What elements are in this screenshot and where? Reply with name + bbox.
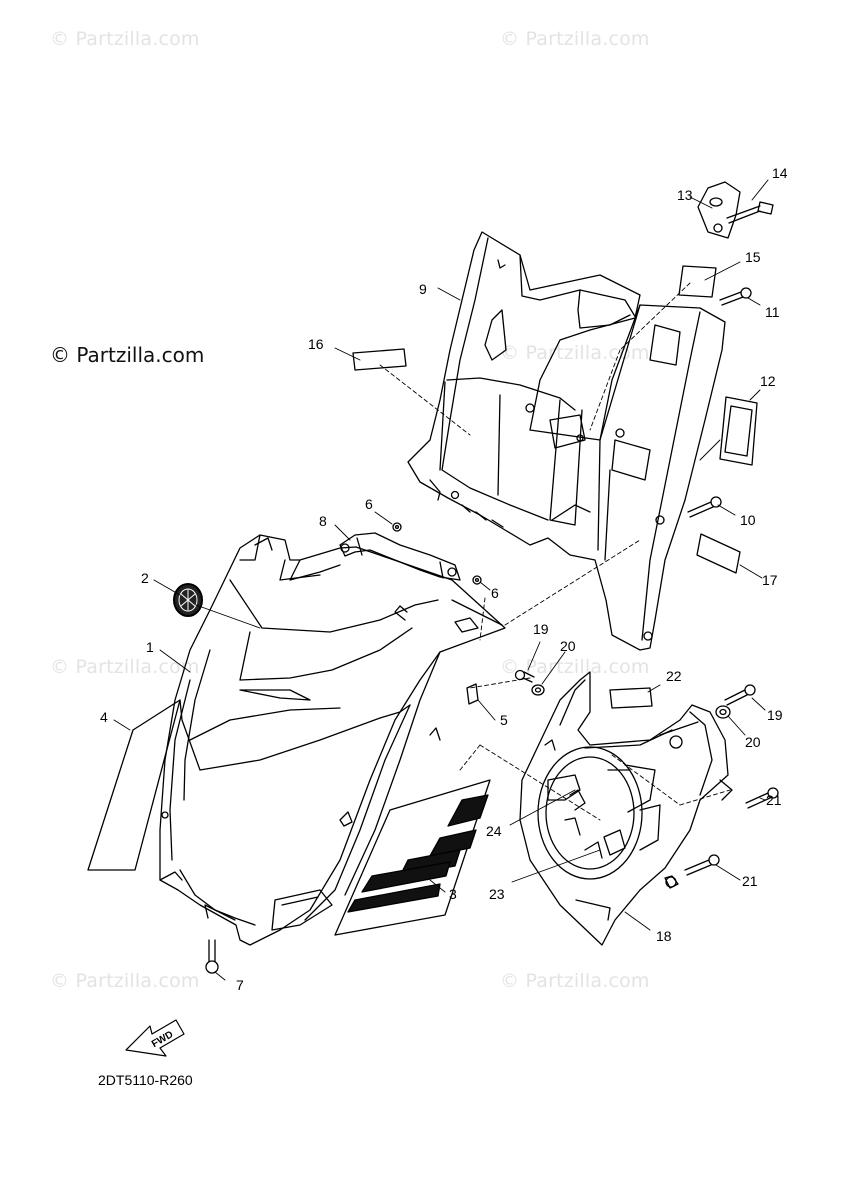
watermark: © Partzilla.com xyxy=(50,656,200,678)
diagram-code: 2DT5110-R260 xyxy=(98,1072,193,1088)
callout-22: 22 xyxy=(666,668,682,684)
screw-part-19a xyxy=(514,669,535,683)
callout-6a: 6 xyxy=(365,496,373,512)
screw-part-10 xyxy=(687,496,722,518)
screw-part-7 xyxy=(205,939,219,974)
callout-16: 16 xyxy=(308,336,324,352)
watermark: © Partzilla.com xyxy=(500,970,650,992)
fwd-arrow-icon: FWD xyxy=(125,1019,185,1057)
screw-part-11 xyxy=(719,287,752,306)
callout-14: 14 xyxy=(772,165,788,181)
bracket-part-8 xyxy=(339,532,461,581)
callout-21a: 21 xyxy=(766,792,782,808)
callout-17: 17 xyxy=(762,572,778,588)
inner-panel-part-9 xyxy=(407,231,726,651)
callout-10: 10 xyxy=(740,512,756,528)
label-part-15 xyxy=(678,265,717,298)
callout-23: 23 xyxy=(489,886,505,902)
stripe-decal-part-3 xyxy=(334,779,491,936)
callout-3: 3 xyxy=(449,886,457,902)
watermark: © Partzilla.com xyxy=(500,656,650,678)
watermark-prominent: © Partzilla.com xyxy=(50,343,205,367)
watermark: © Partzilla.com xyxy=(500,342,650,364)
label-part-17 xyxy=(696,533,741,574)
screw-part-21a xyxy=(745,787,779,809)
callout-21b: 21 xyxy=(742,873,758,889)
nut-part-5 xyxy=(466,683,479,705)
screw-part-14 xyxy=(726,201,774,224)
watermark: © Partzilla.com xyxy=(500,28,650,50)
front-cover-part-1 xyxy=(159,534,506,946)
watermark: © Partzilla.com xyxy=(50,28,200,50)
callout-18: 18 xyxy=(656,928,672,944)
callout-1: 1 xyxy=(146,639,154,655)
callout-12: 12 xyxy=(760,373,776,389)
callout-6b: 6 xyxy=(491,585,499,601)
callout-20b: 20 xyxy=(745,734,761,750)
callout-5: 5 xyxy=(500,712,508,728)
callout-8: 8 xyxy=(319,513,327,529)
callout-24: 24 xyxy=(486,823,502,839)
callout-19a: 19 xyxy=(533,621,549,637)
decal-part-4 xyxy=(87,699,181,871)
callout-9: 9 xyxy=(419,281,427,297)
clip-part-13 xyxy=(697,181,741,239)
headlight-housing-part-18 xyxy=(519,671,733,946)
screw-part-19b xyxy=(724,684,756,706)
reflector-part-12 xyxy=(719,396,758,466)
callout-2: 2 xyxy=(141,570,149,586)
callout-15: 15 xyxy=(745,249,761,265)
callout-20a: 20 xyxy=(560,638,576,654)
screw-part-6b xyxy=(472,575,482,585)
callout-7: 7 xyxy=(236,977,244,993)
callout-4: 4 xyxy=(100,709,108,725)
callout-11: 11 xyxy=(765,304,780,320)
watermark: © Partzilla.com xyxy=(50,970,200,992)
label-part-16 xyxy=(352,348,407,371)
leader-lines xyxy=(113,179,769,981)
emblem-part-2 xyxy=(173,583,203,617)
washer-part-20a xyxy=(531,684,545,696)
screw-part-6a xyxy=(392,522,402,532)
washer-part-20b xyxy=(715,705,731,719)
lens-part-22 xyxy=(609,687,653,709)
screw-part-21b xyxy=(684,854,720,876)
callout-19b: 19 xyxy=(767,707,783,723)
callout-13: 13 xyxy=(677,187,693,203)
